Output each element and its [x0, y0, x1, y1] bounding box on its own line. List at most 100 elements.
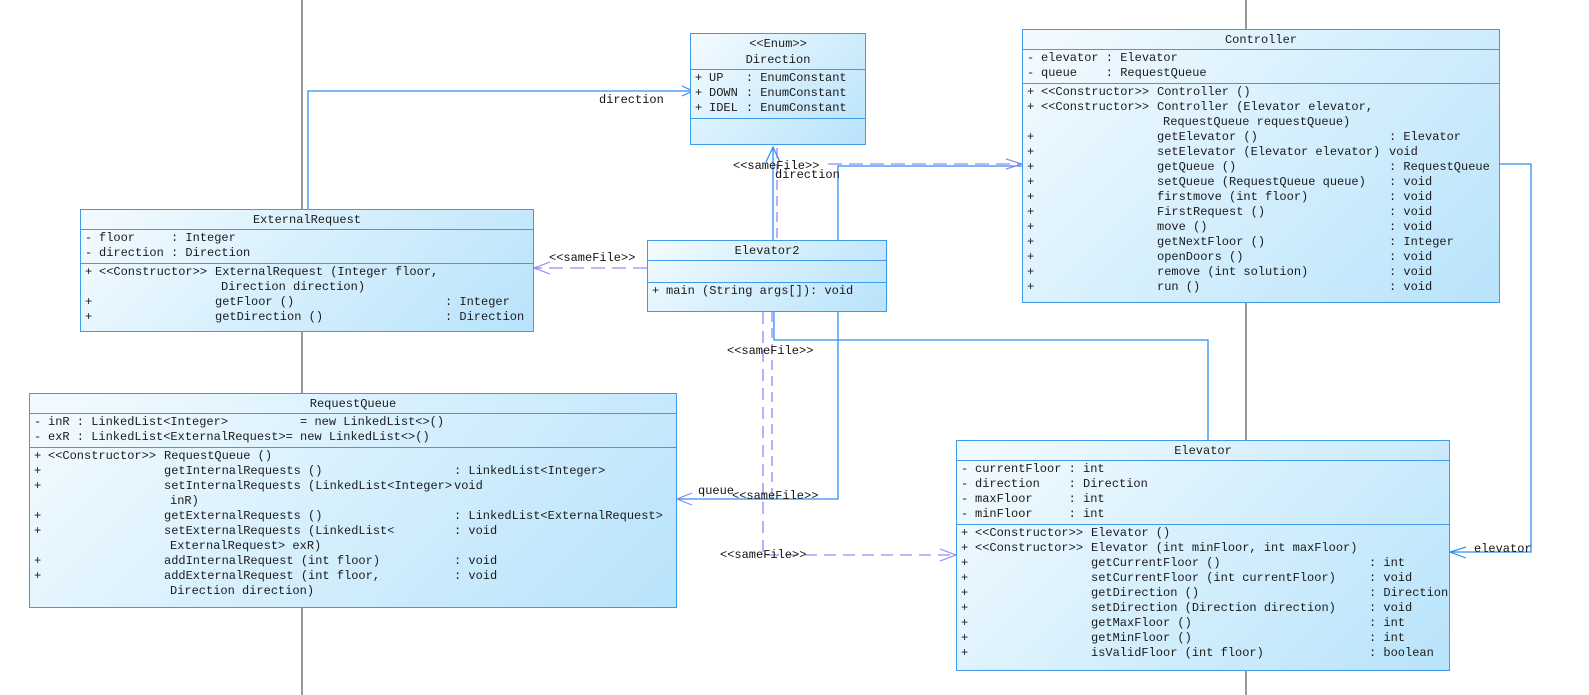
visibility-marker: + [34, 479, 42, 493]
operation-signature: Controller () [1157, 85, 1251, 99]
operation-signature: getExternalRequests () [164, 509, 323, 523]
return-type: : void [454, 554, 498, 568]
operation-continuation: Direction direction) [170, 584, 315, 598]
attribute-row: -direction : Direction [961, 477, 1148, 491]
return-type: : Direction [1369, 586, 1449, 600]
visibility-marker: + [85, 265, 93, 279]
operation-row: + <<Constructor>> RequestQueue () [34, 449, 672, 464]
attribute-row: +IDEL: EnumConstant [695, 101, 847, 115]
label-samefile-external: <<sameFile>> [549, 251, 636, 265]
stereotype-label [975, 631, 1091, 646]
return-type: : void [1389, 220, 1433, 234]
visibility-marker: + [961, 631, 969, 645]
assoc-elevator2-queue[interactable] [677, 312, 839, 500]
stereotype-label: <<Constructor>> [48, 449, 157, 463]
stereotype-label [1041, 130, 1157, 145]
operation-signature: getMinFloor () [1091, 631, 1192, 645]
operation-signature: addExternalRequest (int floor, [164, 569, 381, 583]
operation-row: +setElevator (Elevator elevator)void [1027, 145, 1495, 160]
label-samefile-direction: <<sameFile>> [733, 159, 820, 173]
label-direction-external: direction [599, 93, 664, 107]
operation-signature: setQueue (RequestQueue queue) [1157, 175, 1366, 189]
stereotype-label [1041, 190, 1157, 205]
visibility-marker: + [1027, 190, 1035, 204]
operation-row: +addExternalRequest (int floor,: void [34, 569, 672, 584]
stereotype-label [1041, 175, 1157, 190]
operation-row: +getNextFloor (): Integer [1027, 235, 1495, 250]
attribute-row: -minFloor : int [961, 507, 1105, 521]
visibility-marker: + [1027, 145, 1035, 159]
operation-row: +getQueue (): RequestQueue [1027, 160, 1495, 175]
class-name: Direction [745, 53, 811, 67]
class-elevator2[interactable]: Elevator2 +main (String args[]): void [647, 240, 887, 312]
class-request-queue[interactable]: RequestQueue -inR : LinkedList<Integer> … [29, 393, 677, 608]
operation-row: +isValidFloor (int floor): boolean [961, 646, 1445, 661]
stereotype-label [975, 646, 1091, 661]
return-type: : LinkedList<ExternalRequest> [454, 509, 663, 523]
stereotype-label: <<Constructor>> [975, 526, 1084, 540]
operation-row: +getCurrentFloor (): int [961, 556, 1445, 571]
operation-row: +move (): void [1027, 220, 1495, 235]
class-direction[interactable]: <<Enum>> Direction +UP : EnumConstant +D… [690, 33, 866, 145]
operation-row: +<<Constructor>>Elevator (int minFloor, … [961, 541, 1445, 556]
label-samefile-queue: <<sameFile>> [732, 489, 819, 503]
stereotype-label [1041, 205, 1157, 220]
operation-signature: getDirection () [1091, 586, 1200, 600]
operation-row: +main (String args[]): void [652, 284, 854, 298]
return-type: : void [1389, 190, 1433, 204]
operation-signature: getInternalRequests () [164, 464, 323, 478]
attribute-row: -floor : Integer [85, 231, 236, 245]
operation-signature: Elevator (int minFloor, int maxFloor) [1091, 541, 1358, 555]
operation-row: +getDirection (): Direction [85, 310, 529, 325]
stereotype-label: <<Constructor>> [1041, 85, 1150, 99]
operation-signature: RequestQueue () [164, 449, 273, 463]
return-type: : void [1389, 205, 1433, 219]
return-type: : Integer [445, 295, 510, 309]
return-type: : void [454, 524, 498, 538]
visibility-marker: + [961, 601, 969, 615]
operation-signature: openDoors () [1157, 250, 1244, 264]
operation-row: +addInternalRequest (int floor): void [34, 554, 672, 569]
visibility-marker: + [1027, 220, 1035, 234]
class-external-request[interactable]: ExternalRequest -floor : Integer -direct… [80, 209, 534, 332]
visibility-marker: + [85, 310, 93, 324]
assoc-elevator2-elevator[interactable] [773, 312, 1209, 440]
assoc-controller-elevator[interactable] [1450, 163, 1532, 553]
operation-row: +<<Constructor>>Controller () [1027, 85, 1495, 100]
operation-row: +<<Constructor>>Controller (Elevator ele… [1027, 100, 1495, 115]
visibility-marker: + [1027, 100, 1035, 114]
operations-section: +<<Constructor>>Elevator ()+<<Constructo… [957, 525, 1449, 663]
assoc-elevator2-controller[interactable] [837, 165, 1022, 240]
return-type: : void [454, 569, 498, 583]
visibility-marker: + [961, 646, 969, 660]
arrowhead-external [532, 261, 551, 275]
operation-row: +getFloor (): Integer [85, 295, 529, 310]
operation-continuation: inR) [170, 494, 199, 508]
class-name: Controller [1023, 30, 1499, 50]
stereotype-label [1041, 280, 1157, 295]
operation-signature: FirstRequest () [1157, 205, 1266, 219]
stereotype-label [975, 616, 1091, 631]
stereotype-label [99, 295, 215, 310]
stereotype-label [975, 586, 1091, 601]
attributes-section: -currentFloor : int -direction : Directi… [957, 461, 1449, 525]
operation-row: +FirstRequest (): void [1027, 205, 1495, 220]
operation-signature: firstmove (int floor) [1157, 190, 1309, 204]
operation-row: +setQueue (RequestQueue queue): void [1027, 175, 1495, 190]
visibility-marker: + [34, 449, 42, 463]
stereotype-label: <<Constructor>> [975, 541, 1084, 555]
dep-elevator2-elevator[interactable] [762, 312, 956, 556]
class-controller[interactable]: Controller -elevator : Elevator -queue :… [1022, 29, 1500, 303]
operation-signature: getDirection () [215, 310, 324, 324]
return-type: : void [1369, 571, 1413, 585]
visibility-marker: + [1027, 175, 1035, 189]
class-elevator[interactable]: Elevator -currentFloor : int -direction … [956, 440, 1450, 671]
operation-row: +getInternalRequests (): LinkedList<Inte… [34, 464, 672, 479]
operation-row: +openDoors (): void [1027, 250, 1495, 265]
stereotype-label [48, 464, 164, 479]
operation-signature: isValidFloor (int floor) [1091, 646, 1264, 660]
assoc-external-direction[interactable] [307, 90, 693, 209]
visibility-marker: + [34, 464, 42, 478]
label-samefile-mid: <<sameFile>> [727, 344, 814, 358]
operation-row: +getMaxFloor (): int [961, 616, 1445, 631]
